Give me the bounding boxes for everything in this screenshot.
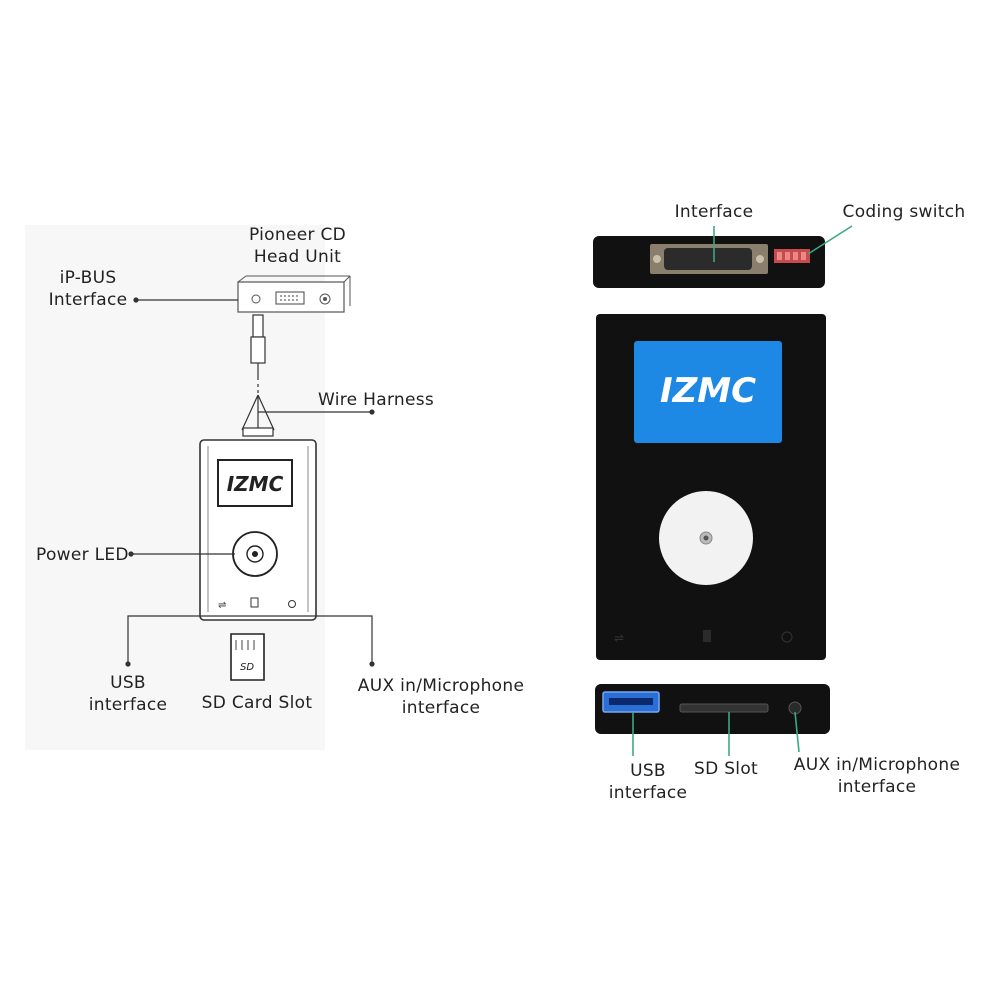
head-unit-label: Pioneer CD Head Unit [230,224,365,268]
left-aux-line1: AUX in/Microphone [357,676,525,696]
ipbus-line1: iP-BUS [59,268,117,288]
power-led-label: Power LED [36,545,129,565]
module-drawing: IZMC ⇌ [199,439,317,621]
left-aux-line2: interface [401,698,481,718]
ipbus-label: iP-BUS Interface [42,267,134,311]
right-usb-line1: USB [630,761,666,781]
device-top-edge [593,236,825,288]
head-unit-drawing [237,275,351,313]
head-unit-line1: Pioneer CD [248,225,347,245]
svg-text:⇌: ⇌ [218,600,226,611]
left-aux-label: AUX in/Microphone interface [348,675,534,719]
device-front: IZMC ⇌ [596,314,826,660]
ipbus-line2: Interface [48,290,128,310]
right-leader-lines [632,225,853,756]
right-aux-label: AUX in/Microphone interface [782,754,972,798]
right-logo-text: IZMC [660,371,756,411]
head-unit-line2: Head Unit [253,247,342,267]
left-logo-text: IZMC [227,472,284,496]
sd-card-slot-label: SD Card Slot [201,693,313,713]
svg-text:⇌: ⇌ [614,631,624,645]
svg-text:SD: SD [240,662,254,673]
interface-label: Interface [674,202,754,222]
sd-slot [679,703,769,713]
right-aux-line2: interface [837,777,917,797]
right-aux-line1: AUX in/Microphone [793,755,961,775]
logo-panel [634,341,782,443]
wire-harness-label: Wire Harness [318,390,435,410]
coding-switch-label: Coding switch [842,202,966,222]
right-usb-label: USB interface [598,760,698,804]
left-usb-line2: interface [88,695,168,715]
sd-card-drawing: SD [230,633,265,681]
left-usb-line1: USB [110,673,146,693]
cable-drawing [241,314,275,437]
sd-slot-label: SD Slot [694,759,758,779]
right-usb-line2: interface [608,783,688,803]
left-usb-label: USB interface [80,672,176,716]
left-leader-lines [125,297,375,667]
device-bottom-edge [595,684,830,734]
